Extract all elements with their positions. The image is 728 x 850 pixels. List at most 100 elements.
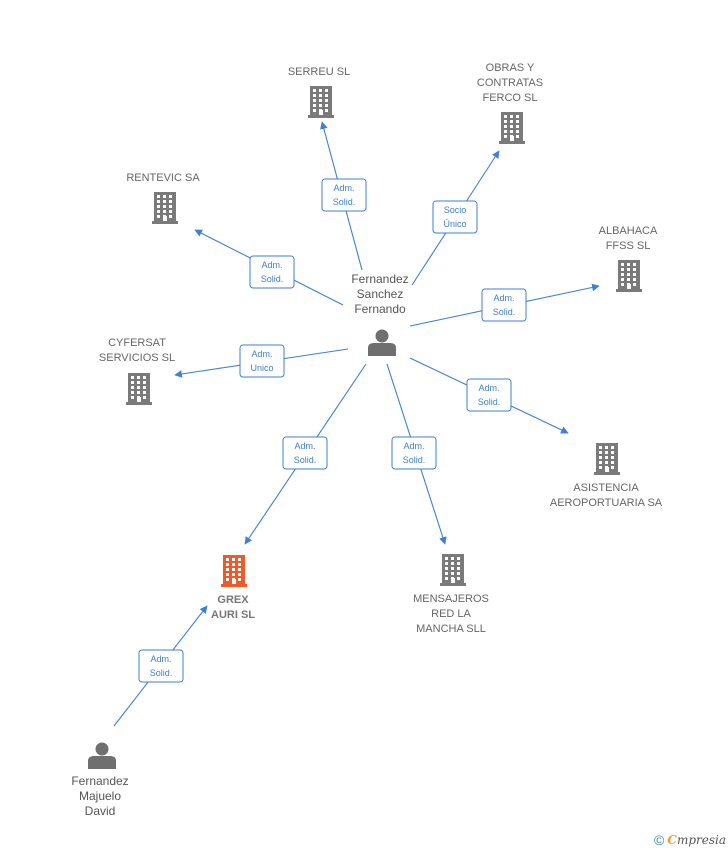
building-window	[238, 558, 241, 561]
building-window	[445, 577, 448, 580]
building-window	[457, 567, 460, 570]
edge-fernandez_sanchez-to-mensajeros: Adm.Solid.	[386, 363, 447, 545]
building-window	[457, 562, 460, 565]
relation-label[interactable]: Adm.Solid.	[391, 436, 437, 470]
building-window	[226, 573, 229, 576]
node-label-line: CONTRATAS	[477, 77, 543, 89]
node-label-line: AURI SL	[211, 609, 255, 621]
node-label-line: CYFERSAT	[108, 337, 166, 349]
relation-label[interactable]: Adm.Solid.	[282, 436, 328, 470]
building-window	[137, 391, 140, 394]
brand-initial: C	[667, 833, 677, 847]
node-label-line: FERCO SL	[482, 92, 537, 104]
building-window	[238, 573, 241, 576]
building-window	[169, 200, 172, 203]
node-label-line: RED LA	[431, 608, 471, 620]
building-window	[516, 125, 519, 128]
node-label-line: Fernando	[354, 302, 406, 316]
relation-label[interactable]: Adm.Solid.	[249, 255, 295, 289]
building-window	[611, 461, 614, 464]
building-window	[510, 120, 513, 123]
relation-label[interactable]: Adm.Solid.	[481, 288, 527, 322]
relation-label-line: Unico	[250, 363, 273, 373]
building-door	[627, 284, 631, 289]
building-door	[605, 467, 609, 472]
building-window	[137, 376, 140, 379]
building-base	[152, 221, 178, 224]
building-window	[325, 104, 328, 107]
company-node-rentevic[interactable]: RENTEVIC SA	[126, 172, 200, 224]
building-window	[599, 461, 602, 464]
building-window	[510, 115, 513, 118]
building-window	[319, 99, 322, 102]
building-window	[504, 120, 507, 123]
building-window	[504, 135, 507, 138]
company-node-serreu[interactable]: SERREU SL	[288, 66, 350, 118]
building-window	[627, 263, 630, 266]
building-window	[325, 109, 328, 112]
building-window	[516, 135, 519, 138]
building-icon	[308, 86, 334, 118]
building-window	[599, 451, 602, 454]
relation-label[interactable]: Adm.Solid.	[138, 649, 184, 683]
building-window	[238, 563, 241, 566]
building-window	[163, 195, 166, 198]
relation-label-box	[432, 200, 478, 234]
building-window	[605, 461, 608, 464]
node-label-line: Majuelo	[79, 789, 121, 803]
node-label-line: David	[85, 804, 116, 818]
node-label-line: OBRAS Y	[486, 62, 535, 74]
building-window	[232, 568, 235, 571]
person-icon	[88, 742, 116, 769]
building-window	[157, 210, 160, 213]
building-window	[621, 278, 624, 281]
building-window	[451, 567, 454, 570]
building-window	[633, 278, 636, 281]
building-door	[137, 397, 141, 402]
relation-label[interactable]: Adm. Unico	[239, 344, 285, 378]
building-window	[445, 567, 448, 570]
empresia-logo: Cmpresia	[667, 833, 726, 847]
copyright-symbol: ©	[654, 832, 665, 848]
building-window	[131, 381, 134, 384]
building-icon	[616, 260, 642, 292]
company-node-obras[interactable]: OBRAS Y CONTRATAS FERCO SL	[477, 62, 543, 144]
building-window	[238, 578, 241, 581]
edge-fernandez_sanchez-to-cyfersat: Adm. Unico	[174, 344, 349, 378]
building-window	[169, 210, 172, 213]
building-door	[232, 579, 236, 584]
relation-label-line: Solid.	[294, 455, 317, 465]
building-window	[143, 386, 146, 389]
node-label-line: SERREU SL	[288, 66, 350, 78]
relation-label[interactable]: Adm.Solid.	[321, 178, 367, 212]
building-icon	[499, 112, 525, 144]
relation-label-line: Adm.	[251, 349, 272, 359]
node-label-line: RENTEVIC SA	[126, 172, 200, 184]
building-base	[594, 472, 620, 475]
node-label-line: ALBAHACA	[599, 225, 658, 237]
relation-label[interactable]: Adm.Solid.	[466, 378, 512, 412]
building-window	[504, 115, 507, 118]
building-window	[143, 381, 146, 384]
building-base	[126, 402, 152, 405]
building-window	[131, 376, 134, 379]
building-window	[516, 130, 519, 133]
relation-label-box	[391, 436, 437, 470]
building-window	[169, 205, 172, 208]
relation-label-line: Único	[443, 219, 466, 229]
building-icon	[594, 443, 620, 475]
edge-fernandez_sanchez-to-rentevic: Adm.Solid.	[194, 229, 344, 306]
building-window	[611, 456, 614, 459]
building-window	[621, 283, 624, 286]
building-window	[226, 563, 229, 566]
building-base	[499, 141, 525, 144]
building-base	[440, 583, 466, 586]
